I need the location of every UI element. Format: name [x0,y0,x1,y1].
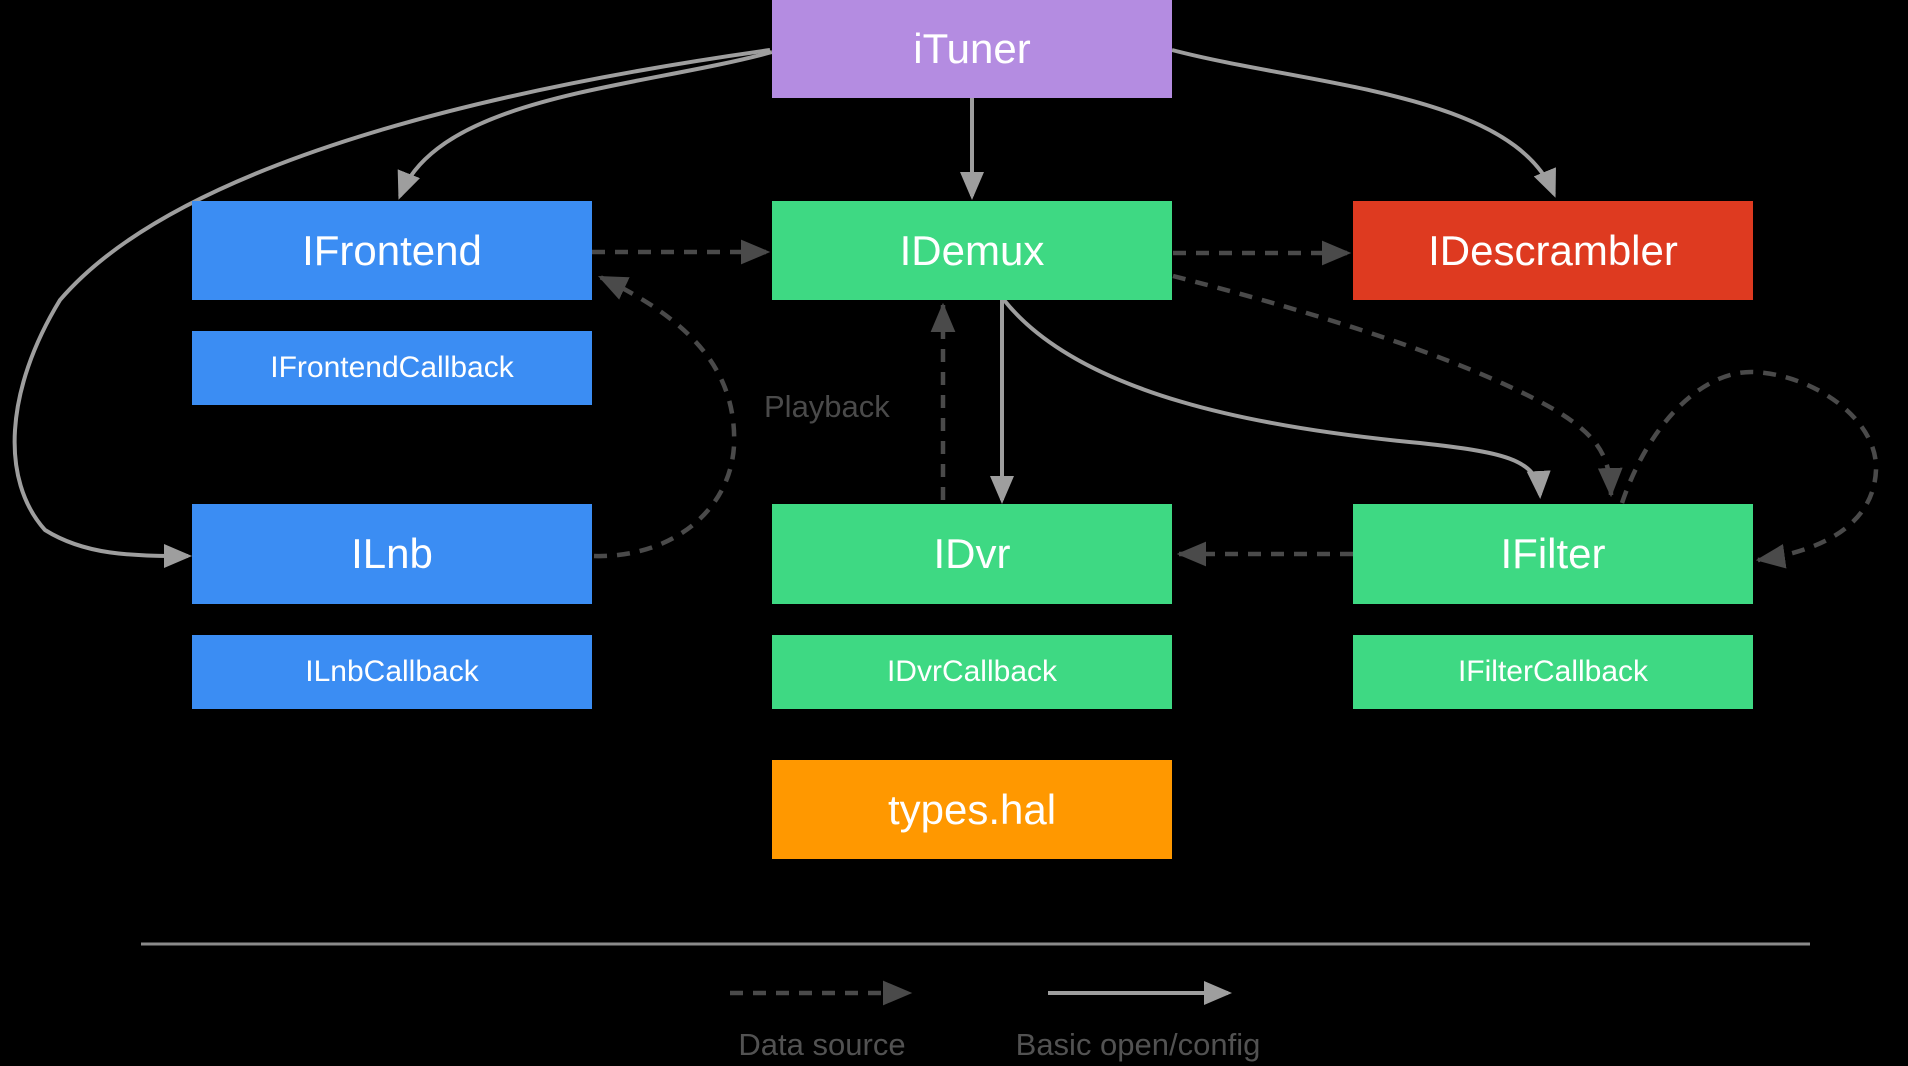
node-idvr-callback: IDvrCallback [772,635,1172,709]
edge-ilnb-ifrontend [593,274,737,559]
legend-open-config-label: Basic open/config [1015,1027,1261,1062]
edge-ituner-ifrontend [397,50,773,200]
node-ifilter: IFilter [1353,504,1753,604]
edge-ituner-ilnb [12,48,771,568]
node-ifilter-callback: IFilterCallback [1353,635,1753,709]
node-idescrambler: IDescrambler [1353,201,1753,300]
edge-ituner-idescrambler [1171,48,1556,198]
node-ifrontend-callback: IFrontendCallback [192,331,592,405]
node-ifrontend: IFrontend [192,201,592,300]
node-ituner: iTuner [772,0,1172,98]
legend-data-source-label: Data source [738,1027,906,1062]
playback-edge-label: Playback [764,389,890,424]
node-ilnb: ILnb [192,504,592,604]
node-types-hal: types.hal [772,760,1172,859]
edge-idemux-ifilter [1002,298,1551,499]
node-idvr: IDvr [772,504,1172,604]
edge-idemux-ifilter-dashed [1172,273,1623,498]
node-ilnb-callback: ILnbCallback [192,635,592,709]
node-idemux: IDemux [772,201,1172,300]
